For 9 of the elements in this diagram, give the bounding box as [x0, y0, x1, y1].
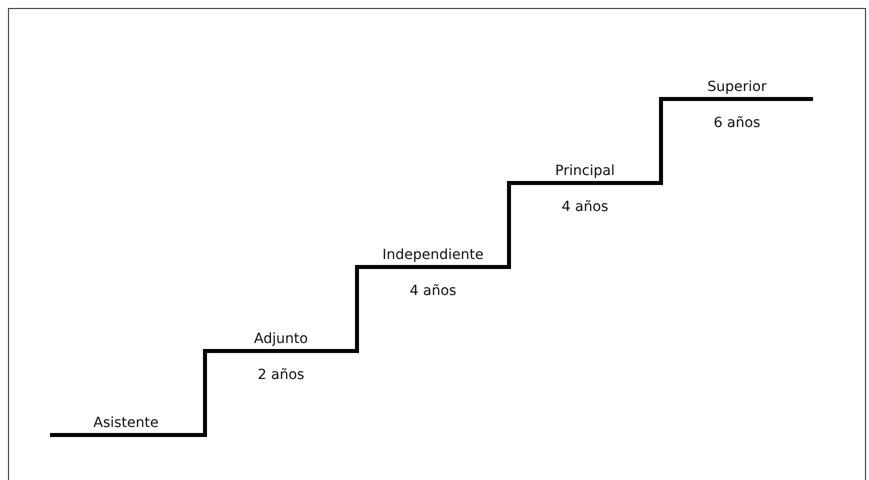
duration-label: 6 años	[714, 115, 760, 131]
step-label: Principal	[555, 163, 615, 179]
duration-label: 2 años	[258, 367, 304, 383]
step-label: Adjunto	[254, 331, 308, 347]
step-label: Asistente	[93, 415, 159, 431]
step-label: Independiente	[382, 247, 484, 263]
duration-label: 4 años	[410, 283, 456, 299]
duration-label: 4 años	[562, 199, 608, 215]
step-label: Superior	[707, 79, 767, 95]
